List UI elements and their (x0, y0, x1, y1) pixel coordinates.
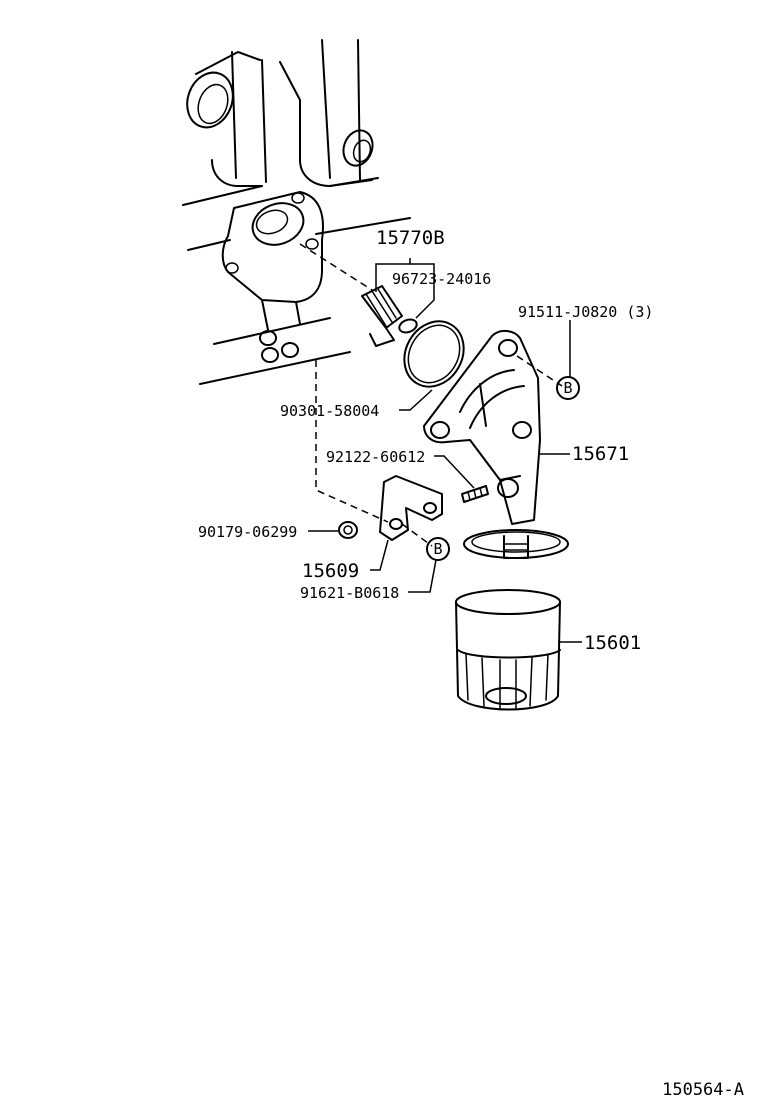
diagram-reference-number: 150564-A (662, 1080, 744, 1100)
filter-bracket-drawing (423, 330, 569, 559)
part-number-labels: 15770B 96723-24016 91511-J0820 (3) 90301… (198, 227, 653, 654)
leader-lines (308, 258, 582, 643)
label-96723-24016: 96723-24016 (392, 270, 491, 288)
label-15671: 15671 (572, 443, 629, 465)
small-bracket-drawing (379, 475, 443, 541)
callout-b-upper-label: B (563, 379, 572, 397)
assembly-dashed-lines (299, 243, 563, 547)
stud-bolt-drawing (461, 485, 489, 503)
callout-b-lower: B (426, 537, 450, 561)
label-92122-60612: 92122-60612 (326, 448, 425, 466)
nut-drawing (338, 521, 358, 539)
label-90179-06299: 90179-06299 (198, 523, 297, 541)
callout-b-lower-label: B (433, 540, 442, 558)
callout-b-upper: B (556, 376, 580, 400)
label-91511-J0820: 91511-J0820 (3) (518, 303, 653, 321)
label-15609: 15609 (302, 560, 359, 582)
label-91621-B0618: 91621-B0618 (300, 584, 399, 602)
label-15770B: 15770B (376, 227, 445, 249)
label-90301-58004: 90301-58004 (280, 402, 379, 420)
gasket-ring-drawing (403, 320, 465, 388)
engine-block-drawing (182, 39, 411, 385)
oil-filter-drawing (455, 589, 561, 711)
union-bolt-drawing (361, 285, 418, 347)
label-15601: 15601 (584, 632, 641, 654)
